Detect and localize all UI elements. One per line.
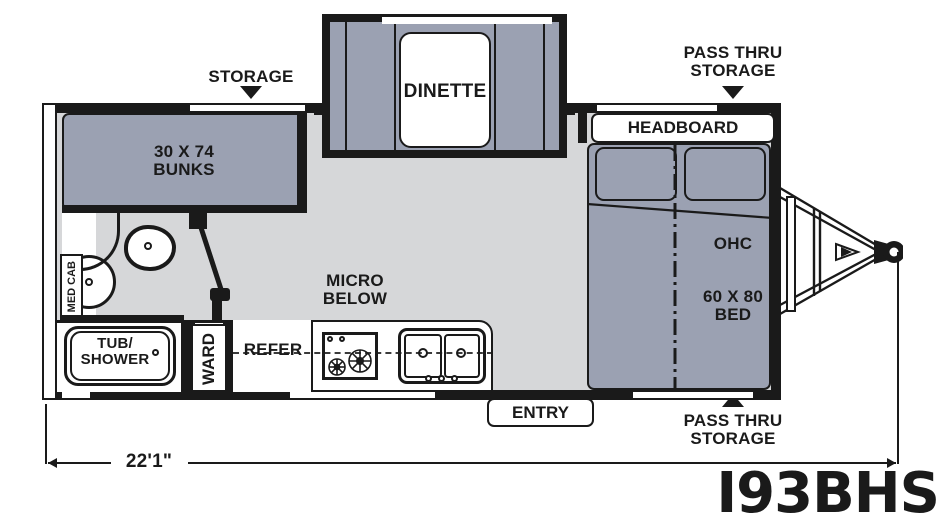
bunks-furniture <box>62 113 305 211</box>
toilet-flush-icon <box>144 242 152 250</box>
bed-center-line <box>673 145 677 389</box>
pass-thru-storage-top-arrow-icon <box>722 86 744 99</box>
faucet-hole-1-icon <box>425 375 432 382</box>
pass-thru-storage-bottom-label: PASS THRU STORAGE <box>683 411 783 448</box>
dimension-arrow-right-icon <box>887 458 896 468</box>
faucet-hole-2-icon <box>438 375 445 382</box>
dinette-bench-right <box>494 22 559 150</box>
trailer-hitch-aframe <box>779 186 903 316</box>
pass-thru-storage-bottom-strip <box>633 392 753 398</box>
bathroom-door-jamb <box>212 296 222 326</box>
ward-label-wrap: WARD <box>196 330 222 388</box>
dinette-slide-nub-left <box>314 103 328 115</box>
bathroom-bottom-wall <box>62 315 184 323</box>
ward-wall-left <box>181 320 193 392</box>
dinette-label: DINETTE <box>403 81 487 102</box>
bed-size-label: 60 X 80 BED <box>702 287 764 324</box>
bottom-hatch-strip <box>290 392 435 398</box>
front-rail <box>786 196 796 312</box>
headboard-chip: HEADBOARD <box>591 113 775 143</box>
cooktop-burners-icon <box>328 349 372 376</box>
micro-below-label: MICRO BELOW <box>322 271 388 308</box>
bunks-label: 30 X 74 BUNKS <box>153 142 215 179</box>
dimension-line-left <box>48 462 111 464</box>
ward-label: WARD <box>199 333 218 385</box>
dimension-arrow-left-icon <box>48 458 57 468</box>
dinette-table <box>399 32 491 148</box>
ohc-label: OHC <box>713 234 753 253</box>
ward-rod-icon <box>193 321 225 326</box>
cooktop-knob-1-icon <box>327 336 333 342</box>
bunk-partition-wall <box>297 113 307 213</box>
storage-hatch-strip <box>190 105 305 111</box>
tub-drain-icon <box>152 349 159 356</box>
entry-door-chip[interactable]: ENTRY <box>487 398 594 427</box>
tub-shower-label: TUB/ SHOWER <box>80 335 150 368</box>
refer-label: REFER <box>243 340 303 359</box>
med-cab-label: MED CAB <box>65 261 78 313</box>
headboard-label: HEADBOARD <box>627 118 739 137</box>
pass-thru-storage-top-label: PASS THRU STORAGE <box>683 43 783 80</box>
counter-backsplash-line <box>233 352 493 354</box>
dimension-tick-left <box>45 404 47 464</box>
dinette-bench-left <box>330 22 396 150</box>
tub-shower-inner <box>70 331 170 381</box>
dinette-bench-right-seam <box>543 22 545 150</box>
dimension-line-right <box>188 462 896 464</box>
front-wall <box>771 103 781 400</box>
bed-pillow-left <box>595 147 677 201</box>
cooktop-knob-2-icon <box>339 336 345 342</box>
bottom-left-hatch-strip <box>62 392 90 398</box>
tongue-jack-post <box>897 252 899 448</box>
kitchen-sink-bowl-left <box>404 334 442 378</box>
bed-pillow-right <box>684 147 766 201</box>
model-badge: I93BHS <box>716 461 940 526</box>
dimension-label: 22'1" <box>119 452 179 472</box>
faucet-hole-3-icon <box>451 375 458 382</box>
rear-wall <box>42 103 57 400</box>
bunk-lower-wall <box>62 205 305 213</box>
entry-label: ENTRY <box>512 402 569 422</box>
pass-thru-storage-top-strip <box>597 105 717 111</box>
bed-blanket-fold <box>587 202 773 220</box>
storage-callout-label: STORAGE <box>208 67 294 86</box>
dimension-tick-right <box>897 404 899 464</box>
dinette-bench-left-seam <box>345 22 347 150</box>
refer-unit <box>233 320 313 392</box>
bathroom-sink-drain-icon <box>85 278 93 286</box>
storage-callout-arrow-icon <box>240 86 262 99</box>
bedroom-partition-wall <box>578 103 587 143</box>
dinette-slide-nub-right <box>561 103 575 115</box>
dinette-window-strip <box>382 17 552 24</box>
med-cab-chip: MED CAB <box>60 254 83 320</box>
